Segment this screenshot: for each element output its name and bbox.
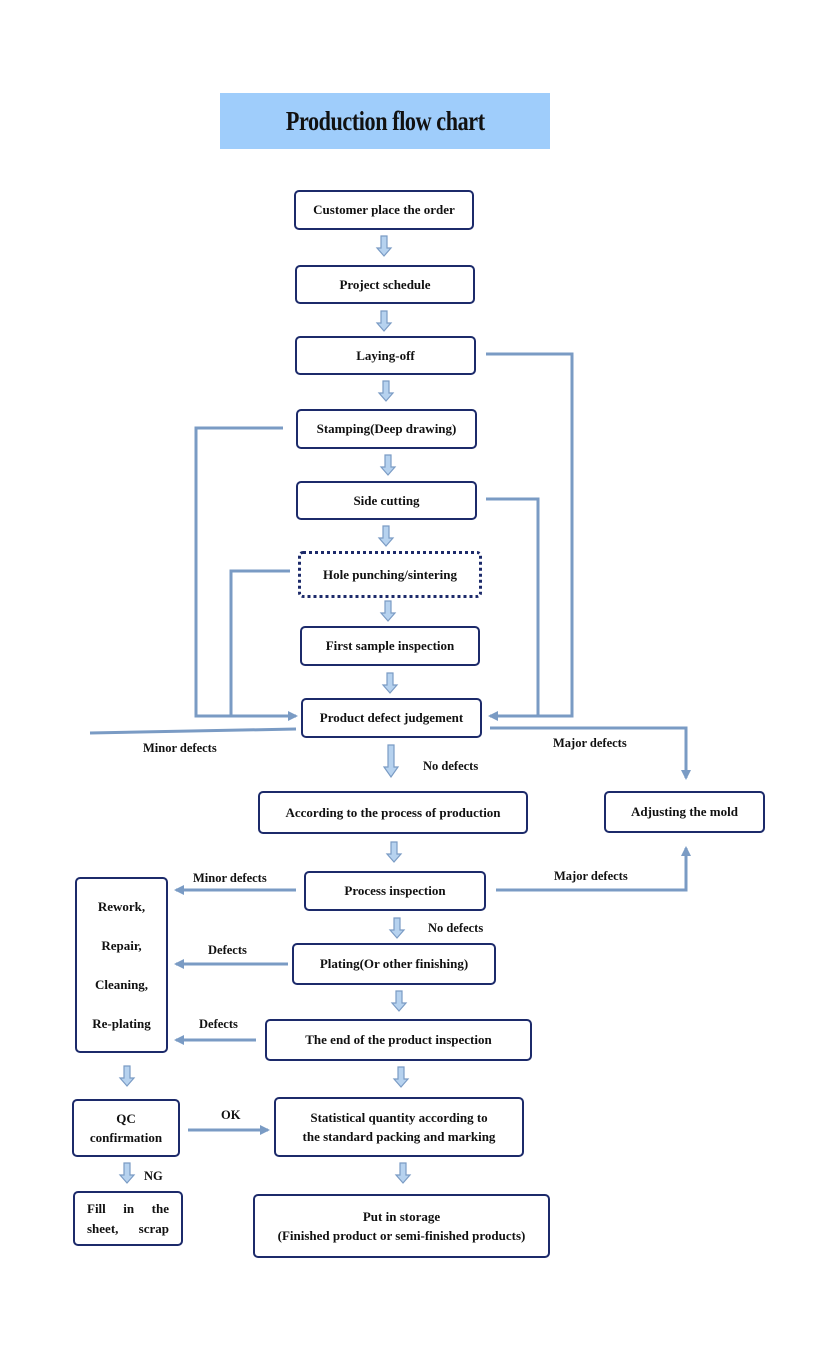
step-label: Product defect judgement xyxy=(319,710,464,726)
step-statistical-packing: Statistical quantity according to the st… xyxy=(274,1097,524,1157)
step-label-line2: confirmation xyxy=(89,1130,163,1145)
flow-arrow-down xyxy=(386,841,402,863)
step-defect-judgement: Product defect judgement xyxy=(301,698,482,738)
rework-item: Re-plating xyxy=(92,1015,151,1031)
step-rework: Rework, Repair, Cleaning, Re-plating xyxy=(75,877,168,1053)
flow-arrow-down xyxy=(119,1162,135,1184)
step-label-line2: the standard packing and marking xyxy=(302,1129,496,1144)
label-major-defects-process: Major defects xyxy=(554,869,628,883)
flow-arrow-down xyxy=(391,990,407,1012)
flow-arrow-down xyxy=(380,600,396,622)
label-major-defects: Major defects xyxy=(553,736,627,750)
label-minor-defects: Minor defects xyxy=(143,741,217,755)
step-label: Hole punching/sintering xyxy=(323,566,457,582)
step-label: Process inspection xyxy=(344,883,446,899)
step-label: The end of the product inspection xyxy=(305,1032,492,1048)
rework-item: Cleaning, xyxy=(94,976,149,992)
step-label-line1: QC xyxy=(116,1110,136,1126)
step-label: Customer place the order xyxy=(313,202,455,218)
rework-item: Repair, xyxy=(101,937,142,953)
step-customer-order: Customer place the order xyxy=(294,190,474,230)
step-label: According to the process of production xyxy=(285,804,501,820)
flow-arrow-down xyxy=(383,744,399,778)
label-no-defects-process: No defects xyxy=(428,921,484,935)
step-label-line2: (Finished product or semi-finished produ… xyxy=(277,1228,526,1243)
flow-arrow-down xyxy=(395,1162,411,1184)
step-label: Stamping(Deep drawing) xyxy=(316,421,457,437)
flow-arrow-down xyxy=(389,917,405,939)
step-label: First sample inspection xyxy=(325,638,455,654)
step-laying-off: Laying-off xyxy=(295,336,476,375)
flow-arrow-down xyxy=(382,672,398,694)
flow-arrow-down xyxy=(119,1065,135,1087)
step-scrap: Fill in the sheet, scrap xyxy=(73,1191,183,1246)
flow-arrow-down xyxy=(393,1066,409,1088)
flow-arrow-down xyxy=(378,380,394,402)
step-qc-confirmation: QC confirmation xyxy=(72,1099,180,1157)
step-first-sample-inspection: First sample inspection xyxy=(300,626,480,666)
rework-item: Rework, xyxy=(97,898,146,914)
step-side-cutting: Side cutting xyxy=(296,481,477,520)
flow-arrow-down xyxy=(378,525,394,547)
label-ok: OK xyxy=(221,1108,241,1122)
page-title: Production flow chart xyxy=(285,105,485,136)
step-process-production: According to the process of production xyxy=(258,791,528,834)
step-stamping: Stamping(Deep drawing) xyxy=(296,409,477,449)
step-end-inspection: The end of the product inspection xyxy=(265,1019,532,1061)
label-no-defects: No defects xyxy=(423,759,479,773)
step-plating: Plating(Or other finishing) xyxy=(292,943,496,985)
title-banner: Production flow chart xyxy=(220,93,550,149)
label-minor-defects-process: Minor defects xyxy=(193,871,267,885)
step-label: Adjusting the mold xyxy=(631,804,738,820)
step-label: Plating(Or other finishing) xyxy=(319,956,469,972)
step-label-line1: Put in storage xyxy=(362,1208,441,1224)
step-process-inspection: Process inspection xyxy=(304,871,486,911)
label-defects-end: Defects xyxy=(199,1017,238,1031)
flow-arrow-down xyxy=(380,454,396,476)
step-label-line2: sheet, scrap xyxy=(87,1220,169,1236)
step-label: Laying-off xyxy=(356,347,415,363)
label-defects-plating: Defects xyxy=(208,943,247,957)
step-label-line1: Statistical quantity according to xyxy=(310,1109,488,1125)
flow-arrow-down xyxy=(376,235,392,257)
step-label: Project schedule xyxy=(339,276,431,292)
step-label: Side cutting xyxy=(353,492,420,508)
step-adjust-mold: Adjusting the mold xyxy=(604,791,765,833)
step-put-in-storage: Put in storage (Finished product or semi… xyxy=(253,1194,550,1258)
step-hole-punching: Hole punching/sintering xyxy=(298,551,482,598)
step-project-schedule: Project schedule xyxy=(295,265,475,304)
flow-arrow-down xyxy=(376,310,392,332)
step-label-line1: Fill in the xyxy=(87,1201,169,1216)
label-ng: NG xyxy=(144,1169,163,1183)
